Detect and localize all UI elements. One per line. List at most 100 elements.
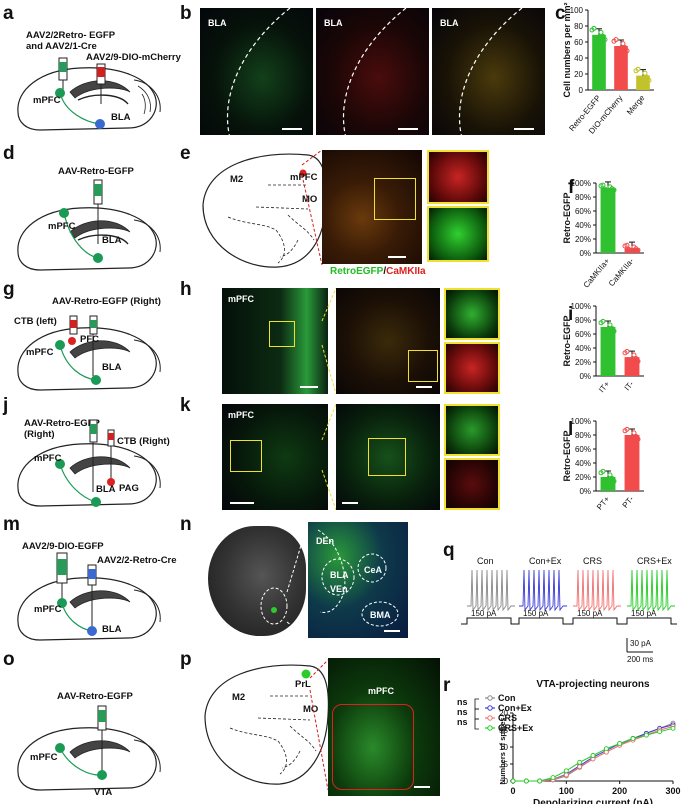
series-point: [643, 732, 649, 738]
data-point: [607, 322, 613, 328]
panel-g: AAV-Retro-EGFP (Right) CTB (left) PFC mP…: [0, 280, 180, 400]
zoom-lines-h: [321, 287, 337, 395]
legend-marker: [487, 725, 493, 731]
data-point: [626, 357, 632, 363]
label-mpfc-e: mPFC: [290, 172, 318, 183]
data-point: [593, 35, 599, 41]
series-point: [537, 778, 543, 784]
current-step: [621, 617, 677, 625]
data-point: [626, 247, 632, 252]
x-tick-label: IT+: [597, 379, 612, 394]
zoom-lines-p: [309, 659, 329, 791]
label-ven: VEn: [330, 584, 348, 594]
zoom-lines-k: [321, 403, 337, 511]
panel-o: AAV-Retro-EGFP mPFC VTA: [0, 650, 180, 804]
data-point: [633, 356, 639, 361]
micrograph-b-merge: BLA: [432, 8, 545, 135]
series-point: [603, 746, 609, 752]
trace-label: CRS+Ex: [637, 556, 672, 566]
zoom-lines-e: [301, 149, 323, 266]
bar: [614, 46, 628, 90]
panel-label-p: p: [180, 649, 192, 670]
spike-trace: [467, 569, 515, 612]
chart-title: VTA-projecting neurons: [536, 679, 650, 690]
significance-label: ns: [457, 697, 468, 707]
data-point: [642, 70, 648, 76]
panel-label-d: d: [3, 143, 15, 164]
micrograph-e-merge: [322, 150, 422, 264]
data-point: [600, 182, 606, 188]
y-tick-label: 0%: [579, 372, 591, 381]
legend-red: CaMKIIa: [386, 266, 426, 277]
micrograph-k-low: mPFC: [222, 404, 328, 510]
y-tick-label: 15: [499, 726, 508, 735]
label-bla-a: BLA: [111, 112, 131, 123]
panel-label-c: c: [555, 3, 566, 24]
label-aav-dio-m: AAV2/9-DIO-EGFP: [22, 541, 104, 552]
data-point: [609, 186, 615, 192]
bar: [624, 248, 640, 253]
panel-label-l: l: [568, 419, 574, 440]
y-axis-label: Cell numbers per mm²: [562, 2, 572, 97]
panel-label-a: a: [3, 3, 14, 24]
data-point: [624, 242, 630, 248]
y-tick-label: 60%: [575, 445, 591, 454]
x-tick-label: 200: [612, 786, 627, 796]
y-tick-label: 100%: [571, 302, 591, 311]
data-point: [609, 475, 615, 481]
label-mpfc-d: mPFC: [48, 221, 76, 232]
micro-label-mpfc-h: mPFC: [228, 294, 255, 304]
label-bla-m: BLA: [102, 624, 122, 635]
label-mo-e: MO: [302, 194, 318, 205]
legend-green: RetroEGFP: [330, 266, 384, 277]
y-tick-label: 40%: [575, 221, 591, 230]
data-point: [591, 25, 597, 31]
current-label: 150 pA: [523, 609, 549, 618]
current-label: 150 pA: [631, 609, 657, 618]
panel-label-m: m: [3, 514, 20, 535]
x-tick-label: 0: [510, 786, 515, 796]
x-tick-label: PT-: [621, 494, 636, 510]
label-pfc-g: PFC: [80, 334, 99, 345]
label-aav-retro: AAV2/2Retro- EGFP: [26, 30, 116, 41]
data-point: [602, 186, 608, 192]
label-aav-retro-d: AAV-Retro-EGFP: [58, 166, 134, 177]
micrograph-k-red: [444, 458, 500, 510]
micrograph-b-red: BLA: [316, 8, 429, 135]
panel-label-r: r: [443, 675, 451, 696]
y-tick-label: 80: [574, 22, 583, 31]
scale-label-y: 30 pA: [630, 639, 652, 648]
y-tick-label: 40: [574, 54, 583, 63]
data-point: [598, 29, 604, 35]
current-label: 150 pA: [577, 609, 603, 618]
chart-f: 0%20%40%60%80%100%CaMKIIa+CaMKIIa-Retro-…: [562, 179, 644, 290]
significance-label: ns: [457, 707, 468, 717]
y-tick-label: 80%: [575, 193, 591, 202]
legend-marker: [487, 715, 493, 721]
data-point: [624, 426, 630, 432]
chart-i: 0%20%40%60%80%100%IT+IT-Retro-EGFP: [562, 302, 644, 394]
data-point: [600, 33, 606, 39]
micrograph-k-green: [444, 404, 500, 456]
micrograph-k-mid: [336, 404, 440, 510]
series-point: [577, 759, 583, 765]
chart-l: 0%20%40%60%80%100%PT+PT-Retro-EGFP: [562, 417, 644, 512]
scale-bar: [282, 128, 302, 130]
label-cea: CeA: [364, 565, 383, 575]
micrograph-e-red: [427, 150, 489, 204]
scale-bar: [416, 386, 432, 388]
series-line: [513, 724, 674, 782]
panel-label-b: b: [180, 3, 192, 24]
micrograph-h-mid: [336, 288, 440, 394]
y-tick-label: 0: [504, 777, 509, 786]
y-tick-label: 10: [499, 743, 508, 752]
spike-trace: [519, 569, 567, 612]
micrograph-e-green: [427, 206, 489, 262]
bar: [600, 327, 616, 376]
data-point: [635, 66, 641, 72]
series-point: [550, 775, 556, 781]
scale-bar: [300, 386, 318, 388]
y-tick-label: 100%: [571, 179, 591, 188]
label-aav-dio: AAV2/9-DIO-mCherry: [86, 52, 181, 63]
